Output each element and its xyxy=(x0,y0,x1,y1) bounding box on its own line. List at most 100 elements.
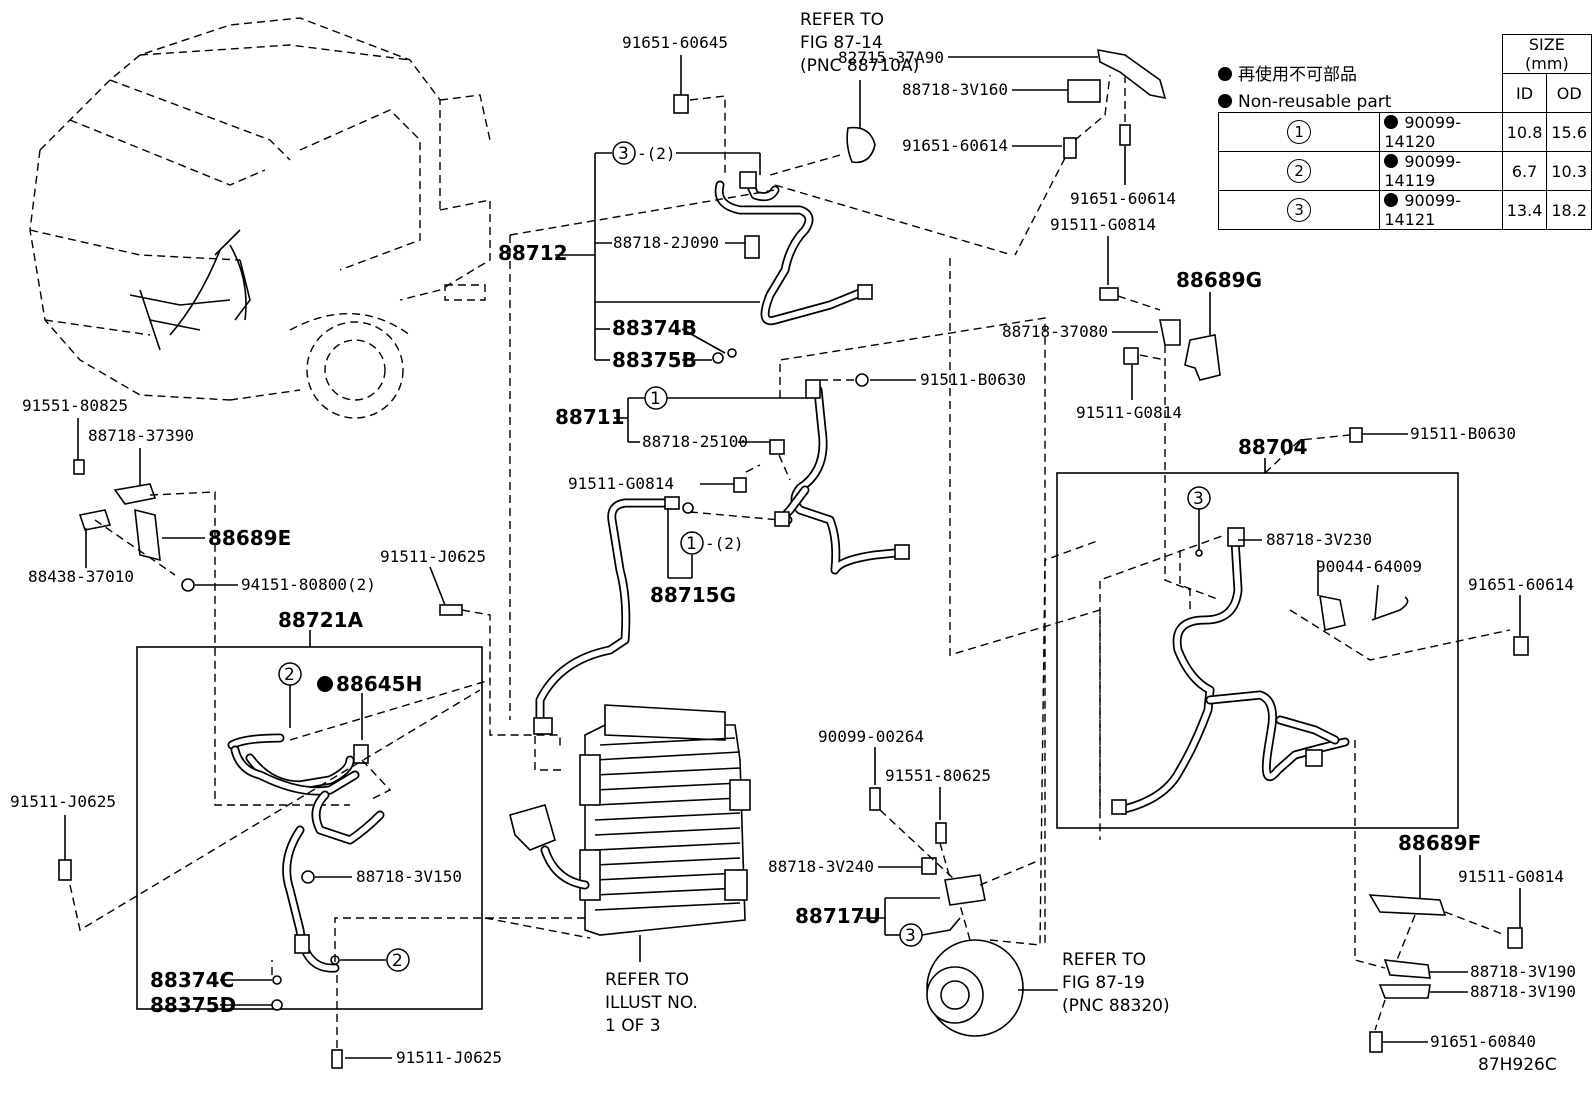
label-88717u: 88717U xyxy=(795,904,881,928)
ref-87-19-line2: FIG 87-19 xyxy=(1062,973,1145,993)
legend-note-jp: 再使用不可部品 xyxy=(1218,62,1391,89)
label-91511-g0814-b: 91511-G0814 xyxy=(1076,403,1182,422)
bracket-88689e-icon xyxy=(134,508,161,562)
clamp-88718-3v190-a-icon xyxy=(1383,959,1431,979)
ref-87-14-line3: (PNC 88710A) xyxy=(800,56,919,76)
size-id: 6.7 xyxy=(1501,151,1548,191)
label-88704: 88704 xyxy=(1238,435,1308,459)
bracket-group-88689e: 91551-80825 88718-37390 88689E 88438-370… xyxy=(22,396,376,806)
label-91511-g0814-c: 91511-G0814 xyxy=(568,474,674,493)
part-number: 90099-14120 xyxy=(1384,113,1462,151)
hose-88712: 91651-60645 88712 3 -(2) 88718-2J090 883… xyxy=(498,33,1101,840)
label-88718-25100: 88718-25100 xyxy=(642,432,748,451)
bracket-88689f: 88689F 91511-G0814 88718-3V190 88718-3V1… xyxy=(1368,831,1576,1053)
label-91511-g0814-a: 91511-G0814 xyxy=(1050,215,1156,234)
bolts-91511-j0625: 91511-J0625 91511-J0625 91511-J0625 xyxy=(10,547,561,1069)
label-88711: 88711 xyxy=(555,405,625,429)
bolt-j0625-bottom-icon xyxy=(331,1049,343,1069)
label-88718-3v190-a: 88718-3V190 xyxy=(1470,962,1576,981)
label-82715-37a90: 82715-37A90 xyxy=(838,48,944,67)
label-88718-3v230: 88718-3V230 xyxy=(1266,530,1372,549)
bolt-j0625-top-icon xyxy=(439,604,463,616)
label-91551-80625: 91551-80625 xyxy=(885,766,991,785)
label-88689e: 88689E xyxy=(208,526,291,550)
svg-text:3: 3 xyxy=(1193,489,1204,509)
svg-text:3: 3 xyxy=(905,926,916,946)
clamp-88718-3v230-icon xyxy=(1319,594,1346,631)
part-number: 90099-14121 xyxy=(1384,191,1462,229)
non-reusable-dot-icon xyxy=(1384,115,1399,129)
bolt-91551-80825-icon xyxy=(73,459,85,475)
label-88718-37080: 88718-37080 xyxy=(1002,322,1108,341)
label-88689g: 88689G xyxy=(1176,268,1262,292)
legend-notes: 再使用不可部品 Non-reusable part xyxy=(1218,62,1391,116)
label-91511-j0625-left: 91511-J0625 xyxy=(10,792,116,811)
hose-88711: 88711 1 88718-25100 91511-B0630 91511-G0… xyxy=(555,317,1046,945)
label-88712: 88712 xyxy=(498,241,568,265)
compressor-area: 90099-00264 91551-80625 88718-3V240 8871… xyxy=(768,539,1170,1037)
svg-text:1: 1 xyxy=(650,389,661,409)
circle-number: 3 xyxy=(1287,198,1312,222)
non-reusable-dot-icon xyxy=(1384,193,1399,207)
ref-illust-line2: ILLUST NO. xyxy=(605,993,698,1013)
circle-number: 1 xyxy=(1287,120,1312,144)
label-88718-3v160: 88718-3V160 xyxy=(902,80,1008,99)
label-91651-60645: 91651-60645 xyxy=(622,33,728,52)
col-od: OD xyxy=(1546,73,1592,113)
non-reusable-dot-icon xyxy=(1218,67,1232,81)
label-q3-2: -(2) xyxy=(637,144,676,163)
label-q1-2: -(2) xyxy=(705,534,744,553)
bracket-82715-37a90-icon xyxy=(1097,49,1167,100)
non-reusable-dot-icon xyxy=(1218,94,1232,108)
label-88718-3v190-b: 88718-3V190 xyxy=(1470,982,1576,1001)
label-91511-b0630-a: 91511-B0630 xyxy=(920,370,1026,389)
legend-note-en: Non-reusable part xyxy=(1218,89,1391,116)
label-91551-80825: 91551-80825 xyxy=(22,396,128,415)
size-od: 15.6 xyxy=(1546,112,1592,152)
label-91651-60614-b: 91651-60614 xyxy=(1070,189,1176,208)
non-reusable-dot-icon xyxy=(1384,154,1399,168)
label-91511-j0625-bottom: 91511-J0625 xyxy=(396,1048,502,1067)
bracket-88689g-icon xyxy=(1184,334,1221,381)
clamp-group-top: 82715-37A90 88718-3V160 91651-60614 9165… xyxy=(838,48,1176,256)
label-90099-00264: 90099-00264 xyxy=(818,727,924,746)
label-91651-60840: 91651-60840 xyxy=(1430,1032,1536,1051)
nut-94151-80800-icon xyxy=(181,578,195,592)
svg-text:2: 2 xyxy=(392,951,403,971)
bracket-88689g: 91511-G0814 88689G 88718-37080 91511-G08… xyxy=(1002,215,1262,610)
group-88721a: 88721A 2 88645H 88718-3V150 2 88374C 883… xyxy=(136,608,590,1017)
size-od: 10.3 xyxy=(1546,151,1592,191)
bolt-j0625-left-icon xyxy=(58,859,72,881)
label-94151-80800: 94151-80800(2) xyxy=(241,575,376,594)
ref-87-19-line1: REFER TO xyxy=(1062,950,1146,970)
pipe-88715g: 1 -(2) 88715G xyxy=(533,496,781,771)
size-id: 13.4 xyxy=(1501,190,1548,230)
bolt-91651-60645-icon xyxy=(673,94,689,114)
label-88718-3v240: 88718-3V240 xyxy=(768,857,874,876)
svg-text:3: 3 xyxy=(618,144,629,164)
label-91511-b0630-b: 91511-B0630 xyxy=(1410,424,1516,443)
ref-fig-87-14: REFER TO FIG 87-14 (PNC 88710A) xyxy=(800,10,919,164)
size-od: 18.2 xyxy=(1546,190,1592,230)
ref-illust-line1: REFER TO xyxy=(605,970,689,990)
size-id: 10.8 xyxy=(1501,112,1548,152)
diagram-id: 87H926C xyxy=(1478,1055,1557,1075)
switch-88645h-icon xyxy=(353,744,369,764)
clamp-88718-3v160-icon xyxy=(1067,79,1101,103)
label-88715g: 88715G xyxy=(650,583,736,607)
label-90044-64009: 90044-64009 xyxy=(1316,557,1422,576)
ref-illust-line3: 1 OF 3 xyxy=(605,1016,661,1036)
legend-row: 2 90099-14119 6.7 10.3 xyxy=(1217,151,1592,191)
label-91511-j0625-top: 91511-J0625 xyxy=(380,547,486,566)
non-reusable-dot-icon xyxy=(317,676,333,692)
col-id: ID xyxy=(1501,73,1548,113)
label-91651-60614-c: 91651-60614 xyxy=(1468,575,1574,594)
fitting-88717u-icon xyxy=(944,874,986,906)
label-88718-3v150: 88718-3V150 xyxy=(356,867,462,886)
svg-text:2: 2 xyxy=(284,665,295,685)
truck-cab-illustration xyxy=(29,17,491,419)
size-legend-table: SIZE (mm) ID OD 1 90099-14120 10.8 15.6 … xyxy=(1217,34,1592,230)
condenser-illustration: REFER TO ILLUST NO. 1 OF 3 xyxy=(484,704,751,1036)
ref-87-14-line1: REFER TO xyxy=(800,10,884,30)
